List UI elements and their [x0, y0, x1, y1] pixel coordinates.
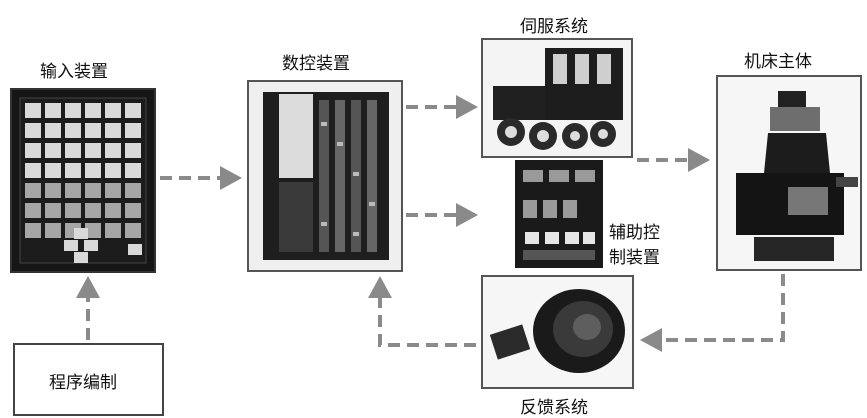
arrowhead-to-machine: [688, 148, 710, 172]
arrowhead-to-input: [76, 276, 100, 298]
arrow-feedback-to-cnc-line: [380, 296, 476, 345]
arrowhead-to-aux: [456, 203, 478, 227]
arrowhead-to-servo: [456, 95, 478, 119]
arrowhead-to-cnc-from-feedback: [368, 276, 392, 298]
arrowhead-to-feedback: [640, 328, 662, 352]
arrow-machine-to-feedback-line: [660, 274, 783, 340]
arrowhead-to-cnc: [220, 166, 242, 190]
